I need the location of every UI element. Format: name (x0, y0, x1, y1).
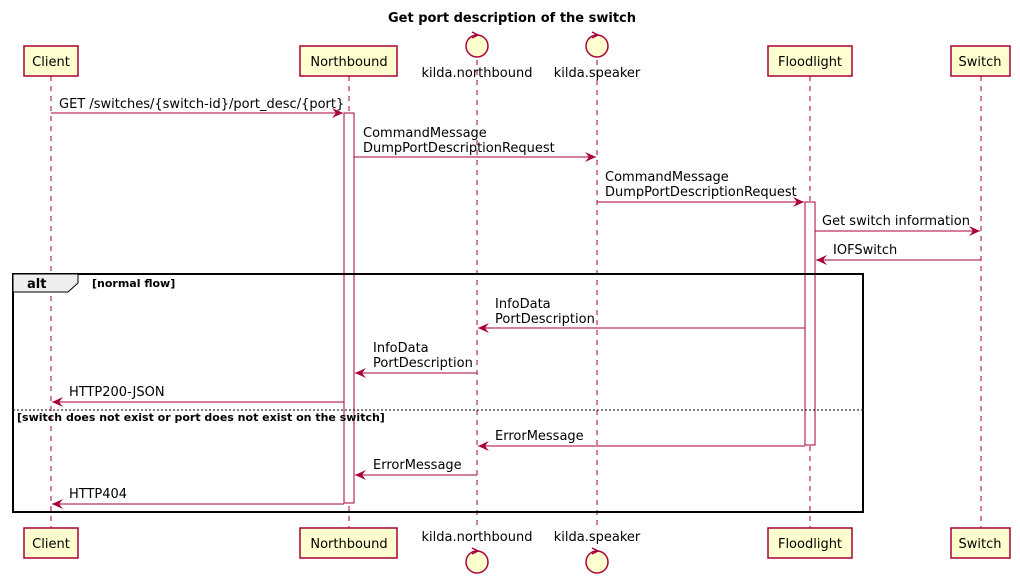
participant-floodlight-bottom: Floodlight (767, 527, 853, 559)
participant-label: Client (32, 55, 70, 70)
participant-northbound-top: Northbound (299, 45, 398, 77)
message-label: GET /switches/{switch-id}/port_desc/{por… (59, 97, 344, 112)
message-label: PortDescription (373, 356, 473, 371)
message-error-to-northbound: ErrorMessage (355, 458, 477, 480)
activation-floodlight (804, 201, 816, 446)
participant-floodlight-top: Floodlight (767, 45, 853, 77)
participant-label: Floodlight (778, 537, 842, 552)
message-label: IOFSwitch (833, 243, 897, 258)
message-iofswitch: IOFSwitch (816, 243, 981, 265)
participant-switch-bottom: Switch (950, 527, 1011, 559)
alt-fragment: alt [normal flow] [switch does not exist… (12, 273, 864, 513)
message-label: Get switch information (822, 214, 970, 229)
message-label: InfoData (495, 297, 551, 312)
participant-client-bottom: Client (23, 527, 79, 559)
message-label: HTTP404 (69, 487, 127, 502)
message-label: PortDescription (495, 312, 595, 327)
message-label: InfoData (373, 341, 429, 356)
message-error-to-kilda-northbound: ErrorMessage (478, 429, 805, 451)
participant-label: kilda.northbound (422, 530, 533, 545)
message-label: DumpPortDescriptionRequest (363, 141, 555, 156)
guard-error-flow: [switch does not exist or port does not … (17, 411, 385, 424)
diagram-title: Get port description of the switch (388, 11, 636, 26)
participant-switch-top: Switch (950, 45, 1011, 77)
message-label: HTTP200-JSON (69, 385, 165, 400)
message-label: CommandMessage (363, 126, 487, 141)
message-get-port-desc: GET /switches/{switch-id}/port_desc/{por… (51, 97, 344, 118)
message-label: ErrorMessage (495, 429, 584, 444)
message-command-to-floodlight: CommandMessage DumpPortDescriptionReques… (597, 170, 804, 207)
message-command-to-speaker: CommandMessage DumpPortDescriptionReques… (354, 126, 596, 162)
participant-client-top: Client (23, 45, 79, 77)
message-label: CommandMessage (605, 170, 729, 185)
control-icon (585, 34, 609, 58)
message-label: ErrorMessage (373, 458, 462, 473)
control-icon (465, 34, 489, 58)
participant-label: Northbound (310, 55, 387, 70)
participant-label: Northbound (310, 537, 387, 552)
message-label: DumpPortDescriptionRequest (605, 185, 797, 200)
participant-northbound-bottom: Northbound (299, 527, 398, 559)
participant-label: Switch (959, 537, 1002, 552)
participant-label: kilda.speaker (554, 66, 641, 81)
participant-label: kilda.speaker (554, 530, 641, 545)
message-infodata-to-kilda-northbound: InfoData PortDescription (478, 297, 805, 333)
guard-normal-flow: [normal flow] (92, 277, 175, 290)
participant-kilda-speaker-bottom: kilda.speaker (554, 530, 641, 574)
message-http200: HTTP200-JSON (52, 385, 344, 407)
control-icon (465, 550, 489, 574)
participant-label: Floodlight (778, 55, 842, 70)
message-http404: HTTP404 (52, 487, 344, 509)
message-infodata-to-northbound: InfoData PortDescription (355, 341, 477, 378)
participant-kilda-northbound-bottom: kilda.northbound (422, 530, 533, 574)
participant-kilda-speaker-top: kilda.speaker (554, 31, 641, 81)
participant-label: Switch (959, 55, 1002, 70)
message-get-switch-info: Get switch information (815, 214, 980, 236)
fragment-keyword: alt (27, 277, 46, 292)
control-icon (585, 550, 609, 574)
activation-northbound (343, 112, 355, 504)
participant-label: Client (32, 537, 70, 552)
participant-kilda-northbound-top: kilda.northbound (422, 31, 533, 81)
participant-label: kilda.northbound (422, 66, 533, 81)
